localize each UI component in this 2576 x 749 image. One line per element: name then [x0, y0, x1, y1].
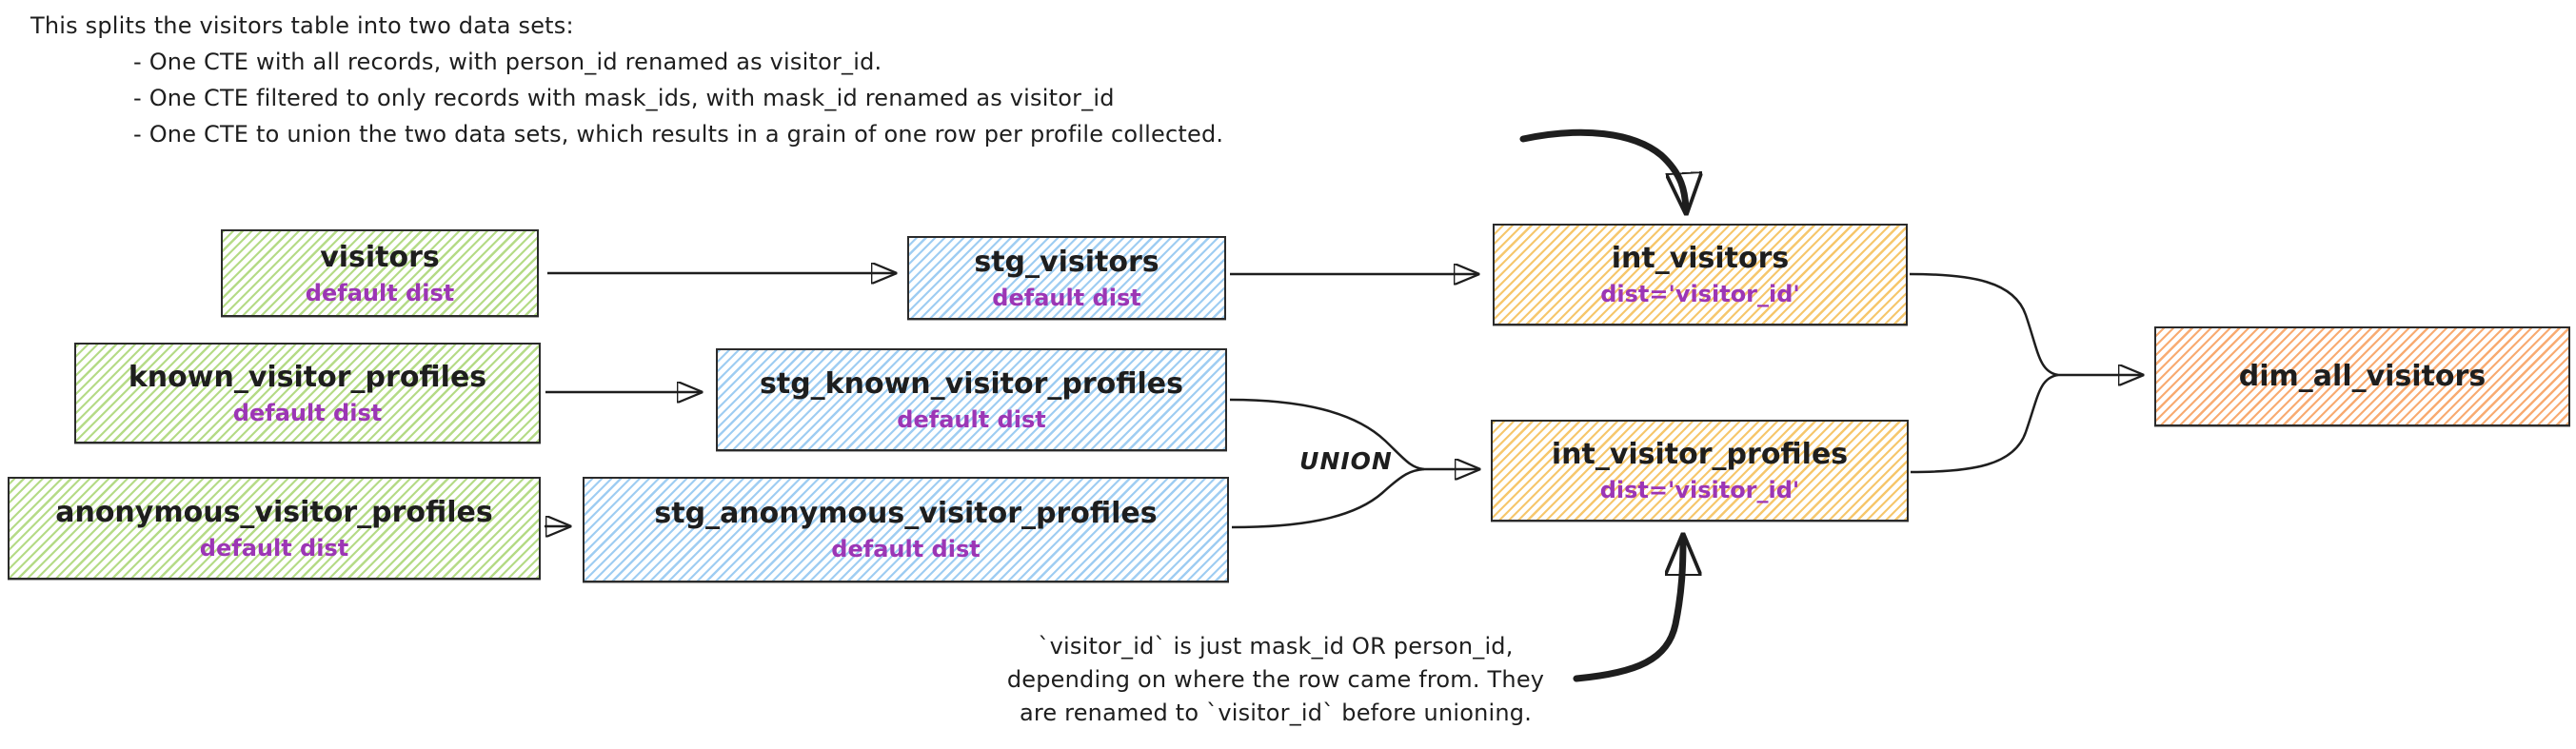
bottom-annotation-line-3: are renamed to `visitor_id` before union… — [1019, 700, 1533, 726]
node-visitors[interactable]: visitors default dist — [221, 229, 539, 317]
bottom-annotation-line-1: `visitor_id` is just mask_id OR person_i… — [1038, 633, 1514, 660]
node-known-visitor-profiles[interactable]: known_visitor_profiles default dist — [74, 343, 541, 443]
node-known-visitor-profiles-label: known_visitor_profiles — [128, 360, 487, 394]
wire-int-visitors-to-join — [1909, 272, 2059, 377]
node-int-visitors-label: int_visitors — [1611, 242, 1790, 275]
node-stg-known-visitor-profiles-label: stg_known_visitor_profiles — [760, 366, 1183, 401]
node-int-visitor-profiles-dist: dist='visitor_id' — [1599, 477, 1800, 503]
node-visitors-label: visitors — [320, 240, 440, 274]
node-stg-visitors-dist: default dist — [992, 284, 1141, 311]
node-visitors-dist: default dist — [305, 279, 455, 306]
node-stg-visitors[interactable]: stg_visitors default dist — [907, 236, 1226, 320]
bottom-annotation: `visitor_id` is just mask_id OR person_i… — [914, 630, 1637, 730]
node-stg-visitors-label: stg_visitors — [974, 245, 1159, 279]
node-dim-all-visitors-label: dim_all_visitors — [2238, 360, 2487, 393]
top-annotation-bullet-2: - One CTE filtered to only records with … — [133, 85, 1115, 111]
node-int-visitors[interactable]: int_visitors dist='visitor_id' — [1493, 224, 1908, 325]
top-annotation-intro: This splits the visitors table into two … — [30, 12, 574, 39]
node-int-visitor-profiles[interactable]: int_visitor_profiles dist='visitor_id' — [1491, 420, 1909, 522]
node-stg-anonymous-visitor-profiles[interactable]: stg_anonymous_visitor_profiles default d… — [583, 477, 1229, 582]
node-known-visitor-profiles-dist: default dist — [232, 399, 383, 426]
node-stg-known-visitor-profiles-dist: default dist — [897, 405, 1046, 433]
bottom-annotation-line-2: depending on where the row came from. Th… — [1006, 666, 1545, 693]
node-int-visitors-dist: dist='visitor_id' — [1600, 281, 1800, 307]
node-int-visitor-profiles-label: int_visitor_profiles — [1551, 438, 1849, 471]
top-annotation: This splits the visitors table into two … — [30, 8, 1223, 152]
node-dim-all-visitors[interactable]: dim_all_visitors — [2154, 326, 2570, 426]
union-label: UNION — [1299, 447, 1393, 475]
node-anonymous-visitor-profiles-dist: default dist — [199, 534, 349, 562]
annotation-arrow-top-to-int-visitors — [1519, 128, 1686, 208]
node-anonymous-visitor-profiles[interactable]: anonymous_visitor_profiles default dist — [8, 477, 541, 580]
node-stg-anonymous-visitor-profiles-label: stg_anonymous_visitor_profiles — [654, 497, 1158, 530]
top-annotation-bullet-1: - One CTE with all records, with person_… — [133, 49, 882, 75]
wire-int-visitor-profiles-to-join — [1910, 373, 2059, 474]
wire-stg-anon-to-union — [1231, 467, 1425, 529]
top-annotation-bullet-3: - One CTE to union the two data sets, wh… — [133, 121, 1224, 148]
node-anonymous-visitor-profiles-label: anonymous_visitor_profiles — [55, 495, 493, 529]
node-stg-known-visitor-profiles[interactable]: stg_known_visitor_profiles default dist — [716, 348, 1227, 451]
node-stg-anonymous-visitor-profiles-dist: default dist — [831, 536, 981, 562]
